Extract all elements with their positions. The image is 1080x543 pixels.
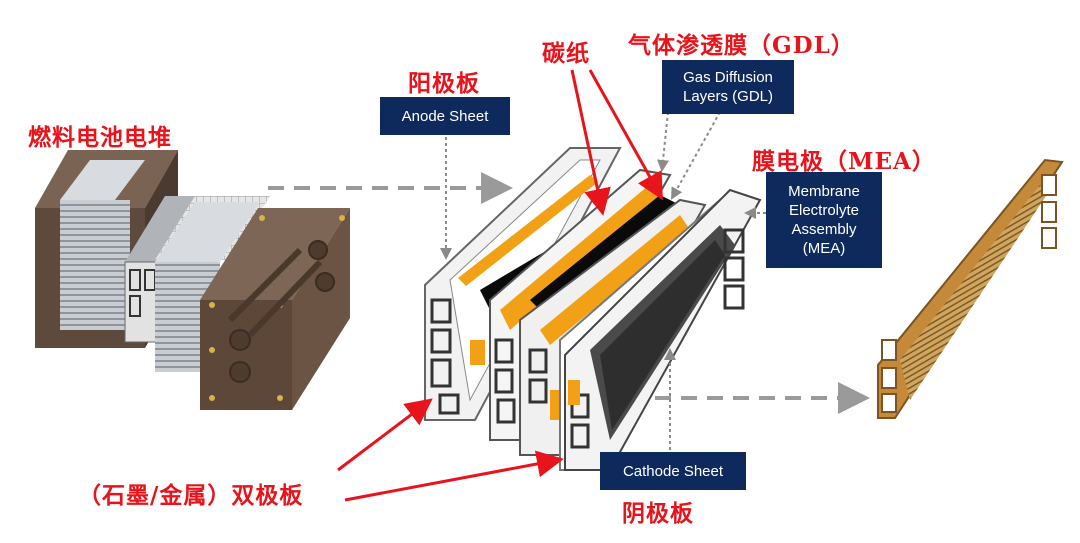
box-cathode-sheet: Cathode Sheet bbox=[600, 452, 746, 490]
mea-text-line1: Membrane bbox=[788, 183, 860, 200]
label-carbon-paper: 碳纸 bbox=[542, 40, 590, 67]
label-cathode-cn: 阴极板 bbox=[622, 500, 694, 527]
red-arrow-bipolar-1 bbox=[337, 398, 433, 472]
leader-gdl-2 bbox=[671, 111, 721, 200]
label-gdl-cn: 气体渗透膜（GDL） bbox=[628, 32, 855, 59]
single-bipolar-plate bbox=[877, 158, 1064, 419]
label-mea-cn: 膜电极（MEA） bbox=[752, 148, 936, 175]
leader-gdl-1 bbox=[657, 111, 669, 172]
box-gdl: Gas Diffusion Layers (GDL) bbox=[662, 60, 794, 114]
label-fuel-cell-stack: 燃料电池电堆 bbox=[28, 124, 172, 151]
box-mea: Membrane Electrolyte Assembly (MEA) bbox=[766, 172, 882, 268]
mea-text-line4: (MEA) bbox=[802, 240, 846, 257]
red-arrow-carbon-1 bbox=[570, 69, 611, 216]
red-arrow-bipolar-2 bbox=[344, 450, 564, 502]
label-anode-cn: 阳极板 bbox=[408, 70, 480, 97]
anode-sheet-text: Anode Sheet bbox=[401, 107, 489, 125]
box-anode-sheet: Anode Sheet bbox=[380, 97, 510, 135]
gdl-text-line1: Gas Diffusion bbox=[683, 69, 773, 86]
fuel-cell-stack bbox=[35, 150, 350, 410]
red-arrow-carbon-2 bbox=[588, 69, 663, 201]
mea-text-line2: Electrolyte bbox=[788, 202, 860, 219]
exploded-plates bbox=[424, 147, 762, 471]
gdl-text-line2: Layers (GDL) bbox=[682, 88, 774, 105]
label-bipolar-plate: （石墨/金属）双极板 bbox=[78, 482, 304, 509]
mea-text-line3: Assembly bbox=[791, 221, 857, 238]
cathode-sheet-text: Cathode Sheet bbox=[622, 462, 724, 480]
